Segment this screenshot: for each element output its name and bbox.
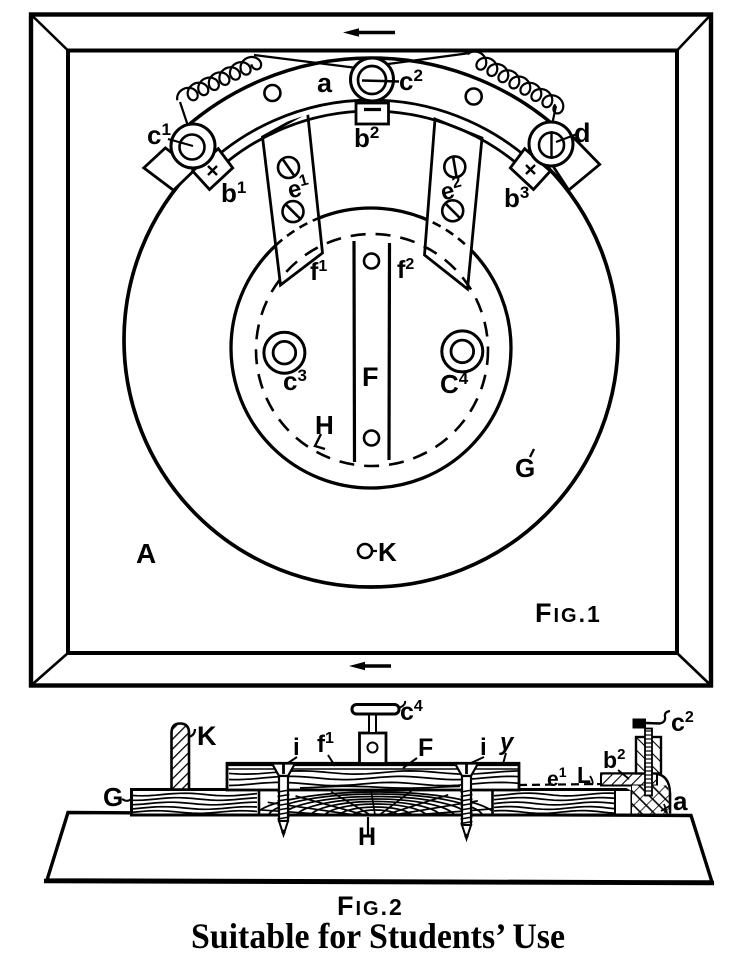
svg-text:G: G: [515, 453, 535, 483]
svg-text:K: K: [197, 721, 217, 751]
svg-text:F: F: [418, 734, 433, 762]
svg-text:L: L: [577, 762, 591, 788]
svg-text:FIG.2: FIG.2: [337, 891, 404, 921]
svg-text:F: F: [362, 362, 379, 392]
svg-text:H: H: [358, 823, 376, 851]
svg-text:K: K: [378, 537, 397, 567]
svg-text:FIG.1: FIG.1: [535, 598, 602, 628]
svg-text:a: a: [673, 786, 688, 816]
svg-text:y: y: [499, 729, 515, 756]
svg-text:G: G: [103, 782, 123, 812]
svg-text:A: A: [136, 538, 156, 569]
svg-text:a: a: [317, 68, 333, 98]
svg-text:d: d: [574, 118, 591, 148]
svg-text:b1: b1: [221, 178, 246, 208]
svg-text:H: H: [315, 410, 334, 440]
svg-text:Suitable for Students’ Use: Suitable for Students’ Use: [191, 916, 565, 956]
svg-text:i: i: [480, 734, 487, 761]
svg-text:b2: b2: [354, 123, 379, 153]
svg-text:i: i: [293, 734, 300, 761]
